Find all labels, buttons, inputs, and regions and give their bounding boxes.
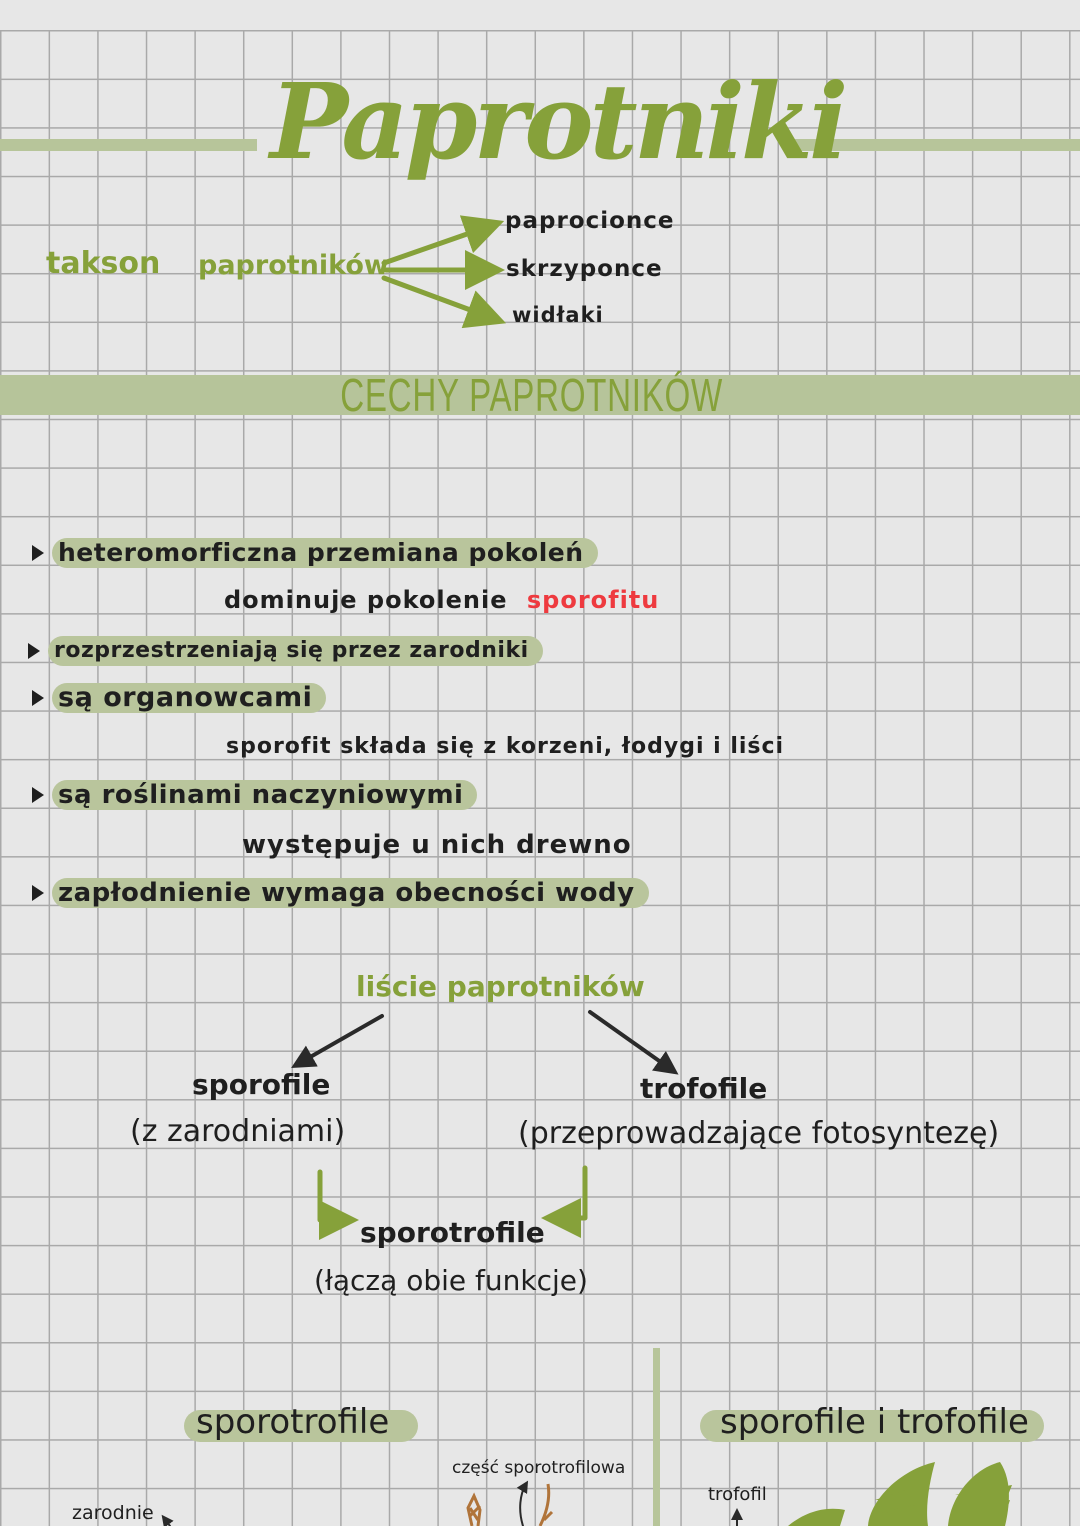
feature-text: rozprzestrzeniają się przez zarodniki: [48, 636, 543, 666]
label-czesc-sporotrofilowa: część sporotrofilowa: [452, 1458, 626, 1478]
bullet-triangle-icon: [32, 690, 44, 706]
bullet-triangle-icon: [28, 643, 40, 659]
taxon-branch-widlaki: widłaki: [512, 303, 604, 327]
title-rule-right: [788, 139, 1080, 151]
heading-pill-right: [700, 1410, 1044, 1442]
sporotrophyll-sketch-icon: [466, 1483, 554, 1526]
emphasis-text: sporofitu: [526, 586, 660, 614]
taxon-name: paprotników: [198, 250, 389, 281]
taxon-branch-paprocionce: paprocionce: [505, 208, 675, 234]
grid-paper-background: [0, 30, 1080, 1526]
taxon-branch-skrzyponce: skrzyponce: [506, 256, 663, 282]
sporotrofile-heading: sporotrofile: [196, 1402, 390, 1442]
feature-detail: występuje u nich drewno: [242, 830, 632, 860]
sporotrofile-desc: (łączą obie funkcje): [314, 1264, 588, 1297]
title-rule-left: [0, 139, 257, 151]
label-zarodnie: zarodnie: [72, 1502, 154, 1524]
feature-text: heteromorficzna przemiana pokoleń: [52, 538, 598, 568]
bullet-triangle-icon: [32, 787, 44, 803]
trofofile-desc: (przeprowadzające fotosyntezę): [518, 1116, 1000, 1151]
feature-item: zapłodnienie wymaga obecności wody: [32, 878, 649, 908]
bullet-triangle-icon: [32, 545, 44, 561]
feature-item: heteromorficzna przemiana pokoleń: [32, 538, 598, 568]
bullet-triangle-icon: [32, 885, 44, 901]
feature-text: zapłodnienie wymaga obecności wody: [52, 878, 649, 908]
sporofile-desc: (z zarodniami): [130, 1114, 346, 1149]
feature-detail: dominuje pokolenie sporofitu: [224, 586, 660, 614]
heading-pill-left: [184, 1410, 418, 1442]
feature-item: są roślinami naczyniowymi: [32, 780, 478, 810]
feature-detail: sporofit składa się z korzeni, łodygi i …: [226, 734, 785, 759]
feature-item: rozprzestrzeniają się przez zarodniki: [28, 636, 543, 666]
feature-text: są organowcami: [52, 683, 327, 713]
section-title: CECHY PAPROTNIKÓW: [340, 369, 723, 421]
taxon-arrows: [381, 215, 507, 329]
feature-item: są organowcami: [32, 683, 327, 713]
feature-text: są roślinami naczyniowymi: [52, 780, 478, 810]
sporofile-node: sporofile: [192, 1068, 331, 1101]
sporofile-trofofile-heading: sporofile i trofofile: [720, 1402, 1029, 1442]
taxon-label: takson: [46, 246, 161, 281]
fern-fronds-icon: [788, 1462, 1012, 1526]
sporotrofile-node: sporotrofile: [360, 1216, 545, 1249]
page-title: Paprotniki: [270, 60, 848, 183]
column-divider: [653, 1348, 660, 1526]
leaves-title: liście paprotników: [356, 970, 645, 1003]
label-trofofil: trofofil: [708, 1484, 767, 1505]
trofofile-node: trofofile: [640, 1072, 768, 1105]
section-band: [0, 375, 1080, 415]
